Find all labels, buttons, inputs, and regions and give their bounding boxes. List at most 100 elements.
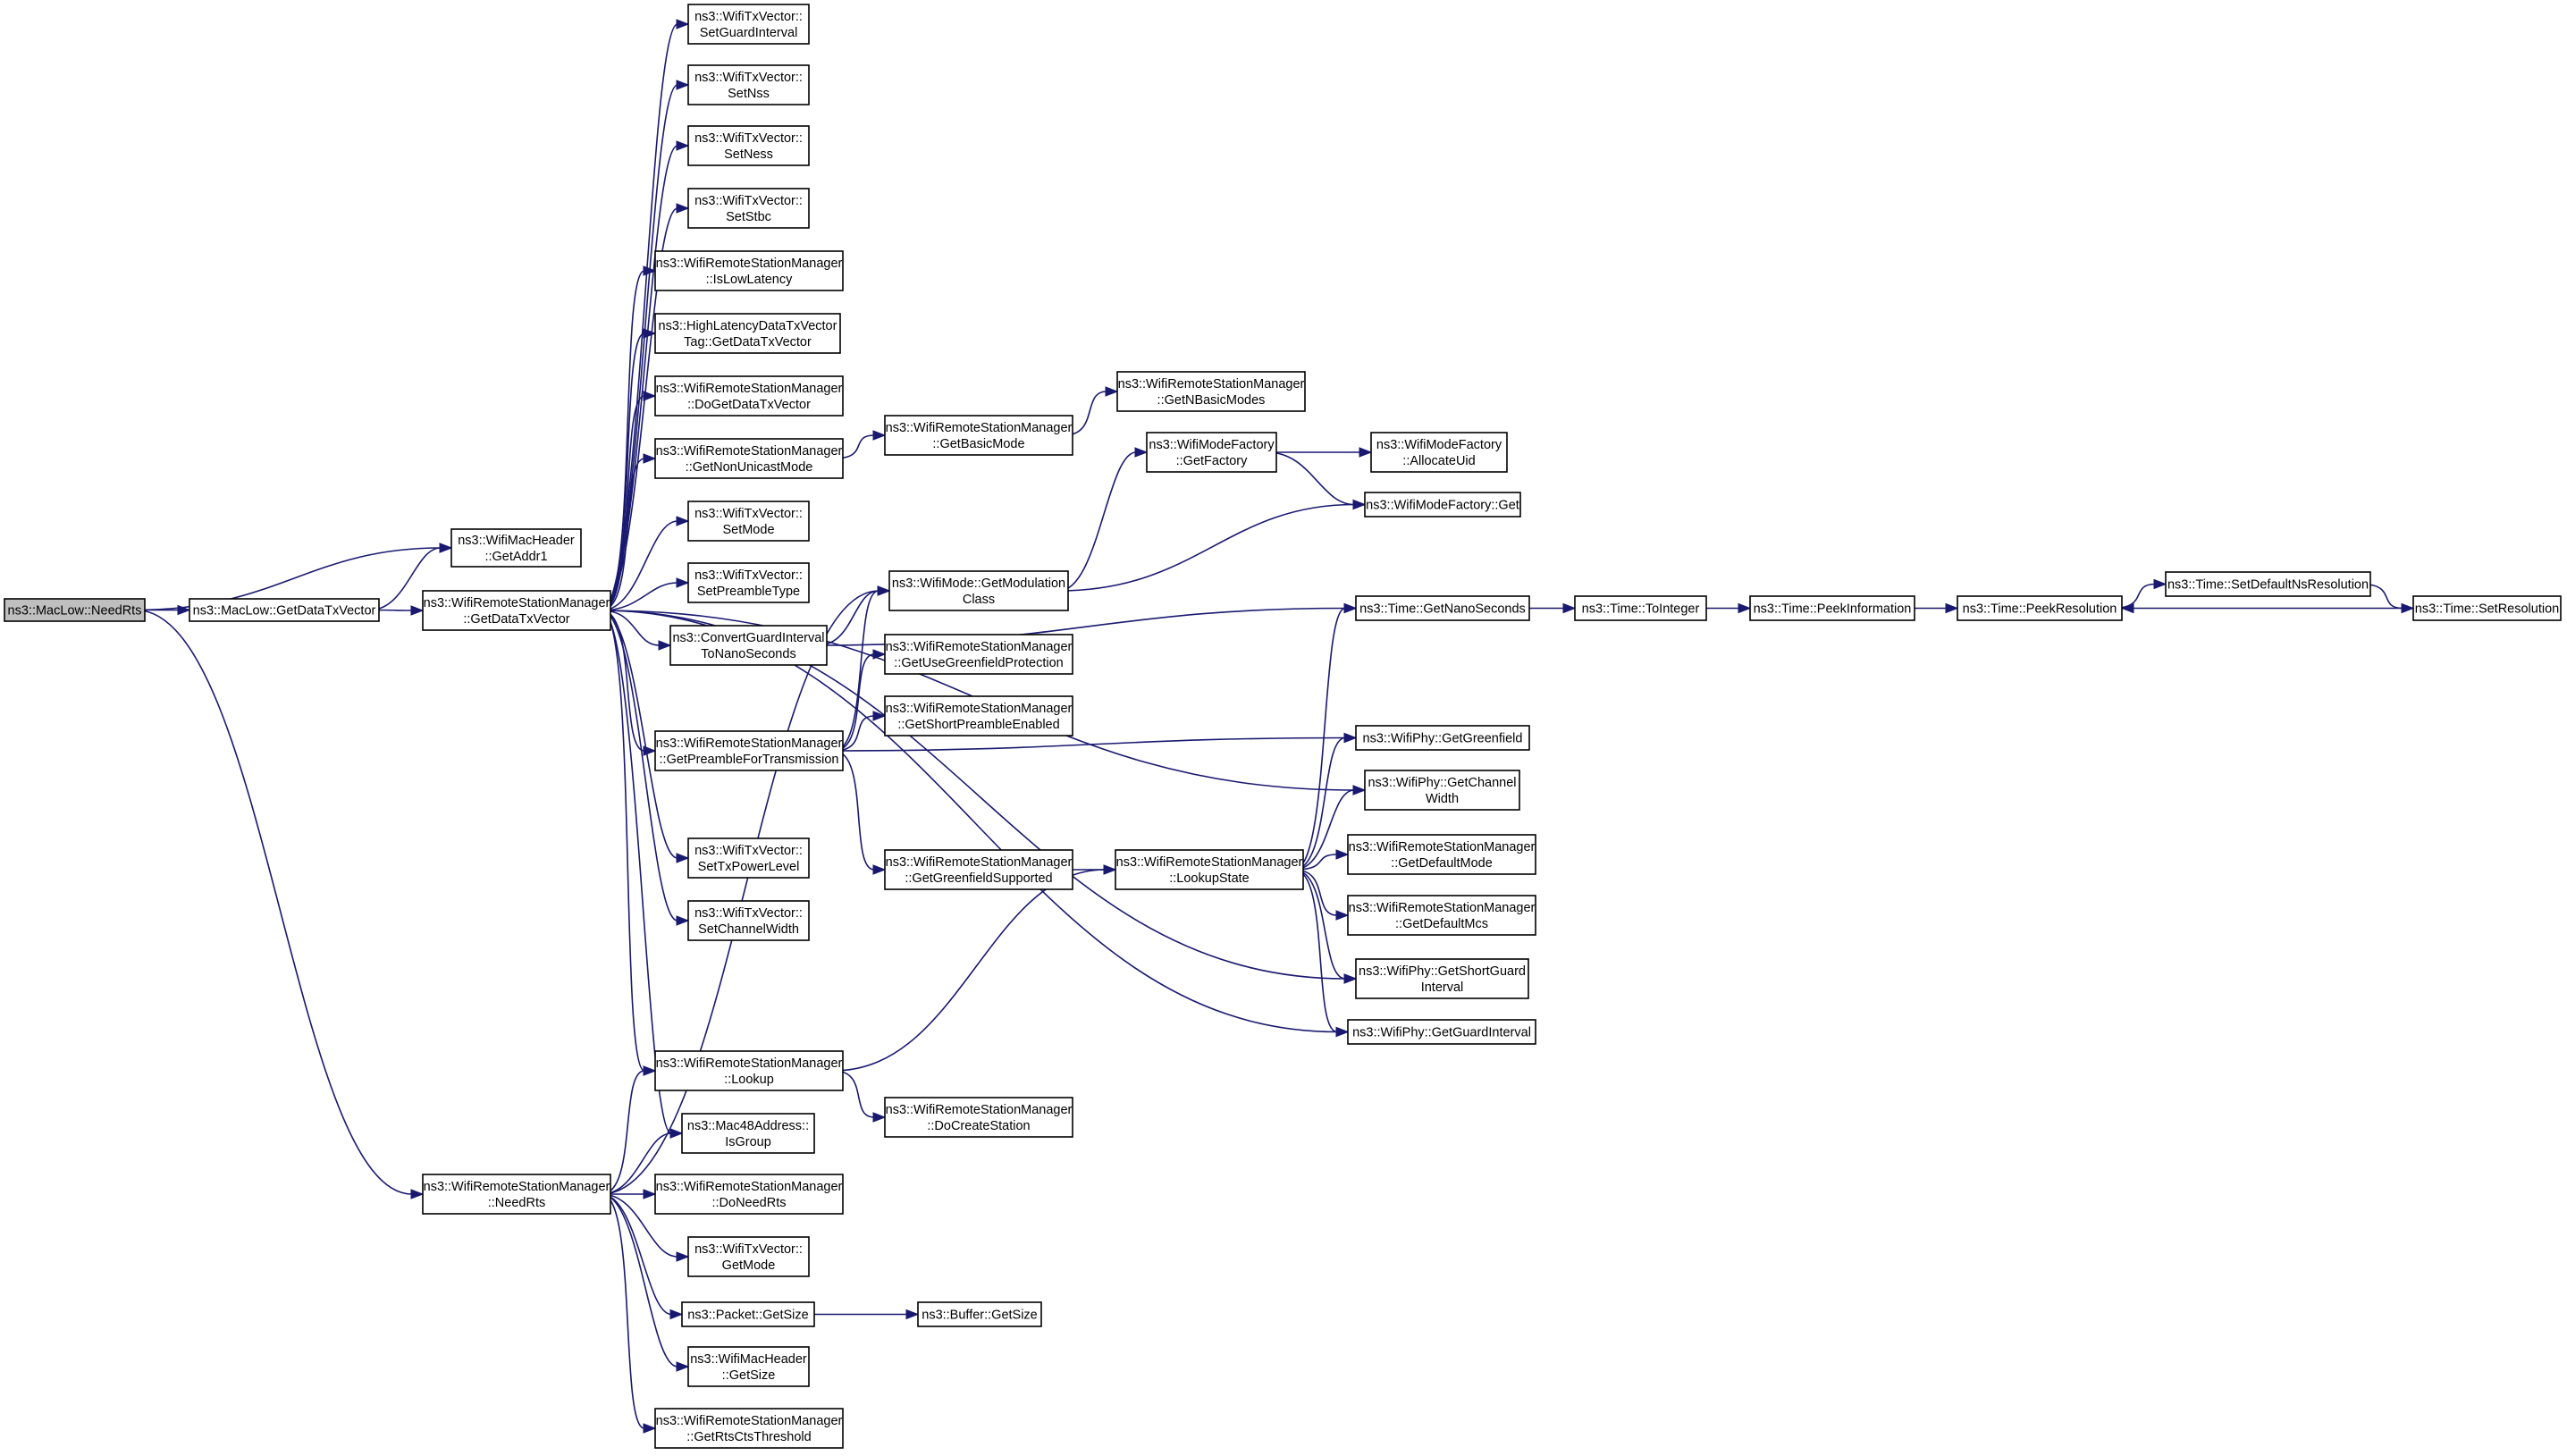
node-time-set-default-ns-resolution[interactable]: ns3::Time::SetDefaultNsResolution xyxy=(2165,571,2371,597)
node-label: ns3::WifiRemoteStationManager xyxy=(886,640,1073,654)
arrowhead xyxy=(1343,973,1358,984)
node-box xyxy=(450,528,582,568)
node-label: ns3::WifiRemoteStationManager xyxy=(656,1180,843,1194)
node-label: ns3::Time::PeekResolution xyxy=(1963,602,2117,617)
node-wrsm-get-n-basic-modes[interactable]: ns3::WifiRemoteStationManager::GetNBasic… xyxy=(1116,371,1306,412)
node-wrsm-get-preamble-for-transmission[interactable]: ns3::WifiRemoteStationManager::GetPreamb… xyxy=(654,730,844,771)
node-label: ns3::WifiTxVector:: xyxy=(694,194,803,208)
arrowhead xyxy=(676,853,690,863)
node-mac-low-need-rts[interactable]: ns3::MacLow::NeedRts xyxy=(4,598,146,622)
node-txv-set-nss[interactable]: ns3::WifiTxVector::SetNss xyxy=(687,64,810,105)
node-time-peek-resolution[interactable]: ns3::Time::PeekResolution xyxy=(1957,595,2123,621)
node-mac-low-get-data-tx-vector[interactable]: ns3::MacLow::GetDataTxVector xyxy=(189,598,380,622)
node-label: ns3::WifiModeFactory xyxy=(1149,438,1275,452)
node-buffer-get-size[interactable]: ns3::Buffer::GetSize xyxy=(917,1301,1042,1327)
node-label: ns3::WifiRemoteStationManager xyxy=(1116,855,1303,870)
node-wrsm-do-create-station[interactable]: ns3::WifiRemoteStationManager::DoCreateS… xyxy=(884,1097,1073,1138)
node-label: ::AllocateUid xyxy=(1402,454,1475,468)
node-wrsm-get-default-mode[interactable]: ns3::WifiRemoteStationManager::GetDefaul… xyxy=(1347,834,1536,875)
node-wrsm-lookup[interactable]: ns3::WifiRemoteStationManager::Lookup xyxy=(654,1050,844,1091)
arrowhead xyxy=(2120,602,2134,614)
node-wrsm-lookup-state[interactable]: ns3::WifiRemoteStationManager::LookupSta… xyxy=(1115,849,1304,890)
node-box xyxy=(681,1113,815,1154)
node-label: ::GetUseGreenfieldProtection xyxy=(894,656,1063,670)
arrowhead xyxy=(1352,785,1367,795)
node-phy-get-guard-interval[interactable]: ns3::WifiPhy::GetGuardInterval xyxy=(1347,1019,1536,1045)
node-wifi-mac-header-get-addr1[interactable]: ns3::WifiMacHeader::GetAddr1 xyxy=(450,528,582,568)
node-label: ns3::Time::ToInteger xyxy=(1582,602,1700,617)
node-box xyxy=(669,625,828,666)
node-phy-get-greenfield[interactable]: ns3::WifiPhy::GetGreenfield xyxy=(1355,725,1530,751)
node-label: SetChannelWidth xyxy=(698,922,799,937)
node-box xyxy=(1347,1019,1536,1045)
edge-wrsm-get-data-tx-vector-to-wrsm-do-get-data-tx-vector xyxy=(601,395,645,611)
node-packet-get-size[interactable]: ns3::Packet::GetSize xyxy=(681,1301,815,1327)
edge-wrsm-get-data-tx-vector-to-convert-guard-interval xyxy=(601,610,661,646)
node-label: ns3::WifiRemoteStationManager xyxy=(424,596,610,610)
node-wrsm-get-rts-cts-threshold[interactable]: ns3::WifiRemoteStationManager::GetRtsCts… xyxy=(654,1408,844,1449)
arrowhead xyxy=(676,1251,690,1262)
node-wrsm-is-low-latency[interactable]: ns3::WifiRemoteStationManager::IsLowLate… xyxy=(654,250,844,291)
node-label: Class xyxy=(963,593,995,607)
node-label: ns3::WifiRemoteStationManager xyxy=(886,421,1073,435)
node-time-get-nano-seconds[interactable]: ns3::Time::GetNanoSeconds xyxy=(1355,595,1530,621)
edge-wrsm-need-rts-to-wrsm-lookup xyxy=(601,1070,645,1195)
node-wrsm-get-default-mcs[interactable]: ns3::WifiRemoteStationManager::GetDefaul… xyxy=(1347,895,1536,936)
node-txv-set-ness[interactable]: ns3::WifiTxVector::SetNess xyxy=(687,125,810,166)
node-time-set-resolution[interactable]: ns3::Time::SetResolution xyxy=(2412,595,2562,621)
node-label: Tag::GetDataTxVector xyxy=(684,335,812,349)
node-label: SetMode xyxy=(722,523,774,537)
edge-wifi-mode-get-modulation-class-to-wmf-get-factory xyxy=(1058,451,1137,592)
node-wmf-get-factory[interactable]: ns3::WifiModeFactory::GetFactory xyxy=(1146,432,1277,473)
node-box xyxy=(681,1301,815,1327)
node-label: ::DoNeedRts xyxy=(711,1196,786,1210)
node-label: ::GetNBasicModes xyxy=(1157,393,1266,408)
node-wrsm-get-non-unicast-mode[interactable]: ns3::WifiRemoteStationManager::GetNonUni… xyxy=(654,438,844,479)
arrowhead xyxy=(669,1309,684,1320)
node-txv-get-mode[interactable]: ns3::WifiTxVector::GetMode xyxy=(687,1236,810,1277)
node-wmf-allocate-uid[interactable]: ns3::WifiModeFactory::AllocateUid xyxy=(1370,432,1508,473)
node-txv-set-channel-width[interactable]: ns3::WifiTxVector::SetChannelWidth xyxy=(687,900,810,941)
node-box xyxy=(654,438,844,479)
node-box xyxy=(4,598,146,622)
node-txv-set-tx-power-level[interactable]: ns3::WifiTxVector::SetTxPowerLevel xyxy=(687,837,810,879)
node-txv-set-stbc[interactable]: ns3::WifiTxVector::SetStbc xyxy=(687,188,810,229)
arrowhead xyxy=(1335,849,1350,860)
node-txv-set-guard-interval[interactable]: ns3::WifiTxVector::SetGuardInterval xyxy=(687,4,810,45)
node-wrsm-get-greenfield-supported[interactable]: ns3::WifiRemoteStationManager::GetGreenf… xyxy=(884,849,1073,890)
node-box xyxy=(654,730,844,771)
node-label: ns3::Time::SetResolution xyxy=(2415,602,2559,617)
node-box xyxy=(654,313,841,354)
node-wrsm-get-short-preamble-enabled[interactable]: ns3::WifiRemoteStationManager::GetShortP… xyxy=(884,695,1073,736)
node-wrsm-get-basic-mode[interactable]: ns3::WifiRemoteStationManager::GetBasicM… xyxy=(884,415,1073,456)
node-wrsm-need-rts[interactable]: ns3::WifiRemoteStationManager::NeedRts xyxy=(422,1174,611,1215)
node-time-peek-information[interactable]: ns3::Time::PeekInformation xyxy=(1749,595,1915,621)
node-label: ns3::WifiPhy::GetChannel xyxy=(1368,776,1516,790)
node-txv-set-preamble-type[interactable]: ns3::WifiTxVector::SetPreambleType xyxy=(687,562,810,603)
edge-convert-guard-interval-to-wifi-mode-get-modulation-class xyxy=(817,590,880,646)
node-wrsm-get-use-greenfield-protection[interactable]: ns3::WifiRemoteStationManager::GetUseGre… xyxy=(884,634,1073,675)
node-wrsm-do-need-rts[interactable]: ns3::WifiRemoteStationManager::DoNeedRts xyxy=(654,1174,844,1215)
node-wmf-get[interactable]: ns3::WifiModeFactory::Get xyxy=(1364,492,1521,518)
edge-wrsm-get-data-tx-vector-to-txv-set-channel-width xyxy=(601,610,678,922)
node-wifi-mac-header-get-size[interactable]: ns3::WifiMacHeader::GetSize xyxy=(687,1346,810,1387)
node-label: ns3::WifiTxVector:: xyxy=(694,906,803,921)
node-txv-set-mode[interactable]: ns3::WifiTxVector::SetMode xyxy=(687,501,810,542)
node-time-to-integer[interactable]: ns3::Time::ToInteger xyxy=(1574,595,1707,621)
node-label: ns3::WifiTxVector:: xyxy=(694,1242,803,1257)
edge-wmf-get-factory-to-wmf-get xyxy=(1267,451,1355,506)
node-box xyxy=(1355,958,1529,999)
node-box xyxy=(654,1174,844,1215)
edge-wrsm-lookup-state-to-phy-get-channel-width xyxy=(1293,789,1355,871)
edge-wrsm-get-preamble-for-transmission-to-wrsm-get-greenfield-supported xyxy=(833,750,875,871)
node-box xyxy=(687,188,810,229)
node-wrsm-do-get-data-tx-vector[interactable]: ns3::WifiRemoteStationManager::DoGetData… xyxy=(654,375,844,417)
node-hl-tag-get-data-tx-vector[interactable]: ns3::HighLatencyDataTxVectorTag::GetData… xyxy=(654,313,841,354)
node-mac48-is-group[interactable]: ns3::Mac48Address::IsGroup xyxy=(681,1113,815,1154)
arrowhead xyxy=(658,640,672,651)
node-wrsm-get-data-tx-vector[interactable]: ns3::WifiRemoteStationManager::GetDataTx… xyxy=(422,590,611,631)
